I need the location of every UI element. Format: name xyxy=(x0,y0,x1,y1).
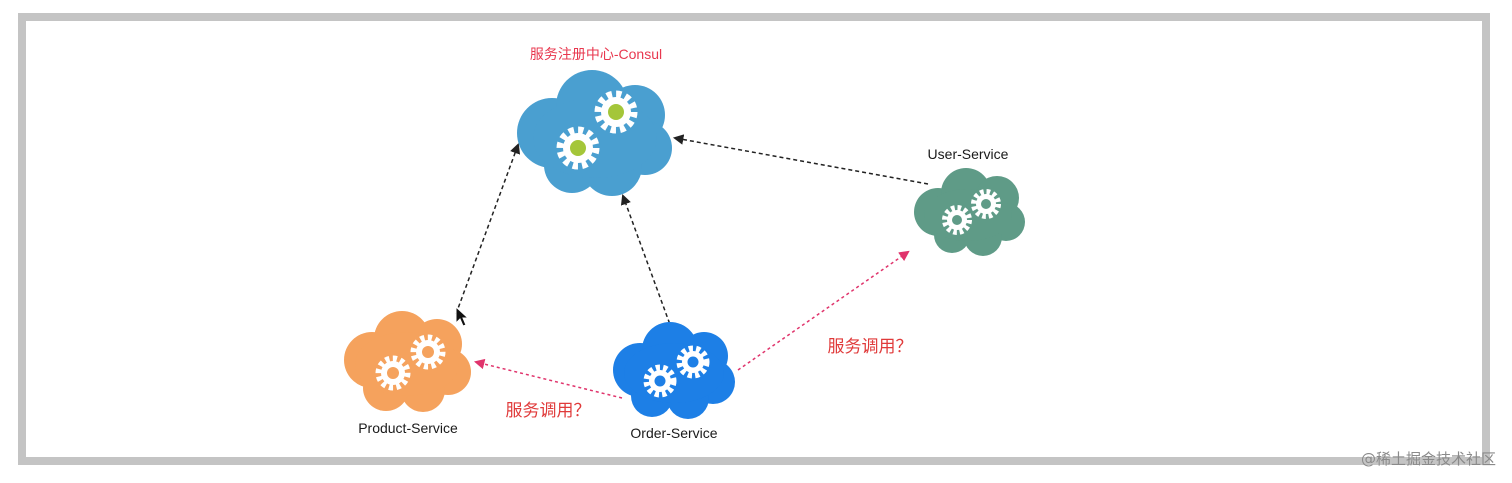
edge-product-to-registry xyxy=(455,143,521,315)
gear-icon xyxy=(676,345,710,379)
edge-order-to-registry xyxy=(620,194,673,331)
gear-icon xyxy=(942,205,972,235)
order-service-label: Order-Service xyxy=(630,425,717,441)
registry-node: 服务注册中心-Consul xyxy=(517,46,672,196)
edge-order-to-product xyxy=(473,358,623,399)
diagram-frame xyxy=(18,13,1490,465)
product-service-node: Product-Service xyxy=(344,311,471,436)
user-service-node: User-Service xyxy=(914,146,1025,256)
registry-label: 服务注册中心-Consul xyxy=(530,46,662,62)
edge-order-to-user xyxy=(737,250,910,371)
gear-icon xyxy=(375,355,411,391)
gear-icon xyxy=(643,364,677,398)
gear-icon xyxy=(971,189,1001,219)
cloud-icon xyxy=(517,70,672,196)
gear-icon xyxy=(410,334,446,370)
cloud-icon xyxy=(914,168,1025,256)
order-service-node: Order-Service xyxy=(613,322,735,441)
cursor-arrow-icon xyxy=(455,305,470,327)
gear-icon xyxy=(594,90,638,134)
edge-user-to-registry xyxy=(672,134,929,185)
user-service-label: User-Service xyxy=(928,146,1009,162)
watermark: @稀土掘金技术社区 xyxy=(1360,450,1496,468)
product-service-label: Product-Service xyxy=(358,420,458,436)
cloud-icon xyxy=(344,311,471,412)
cloud-icon xyxy=(613,322,735,419)
call-label-order-user: 服务调用？ xyxy=(828,337,913,356)
call-label-order-product: 服务调用？ xyxy=(506,401,591,420)
gear-icon xyxy=(556,126,600,170)
